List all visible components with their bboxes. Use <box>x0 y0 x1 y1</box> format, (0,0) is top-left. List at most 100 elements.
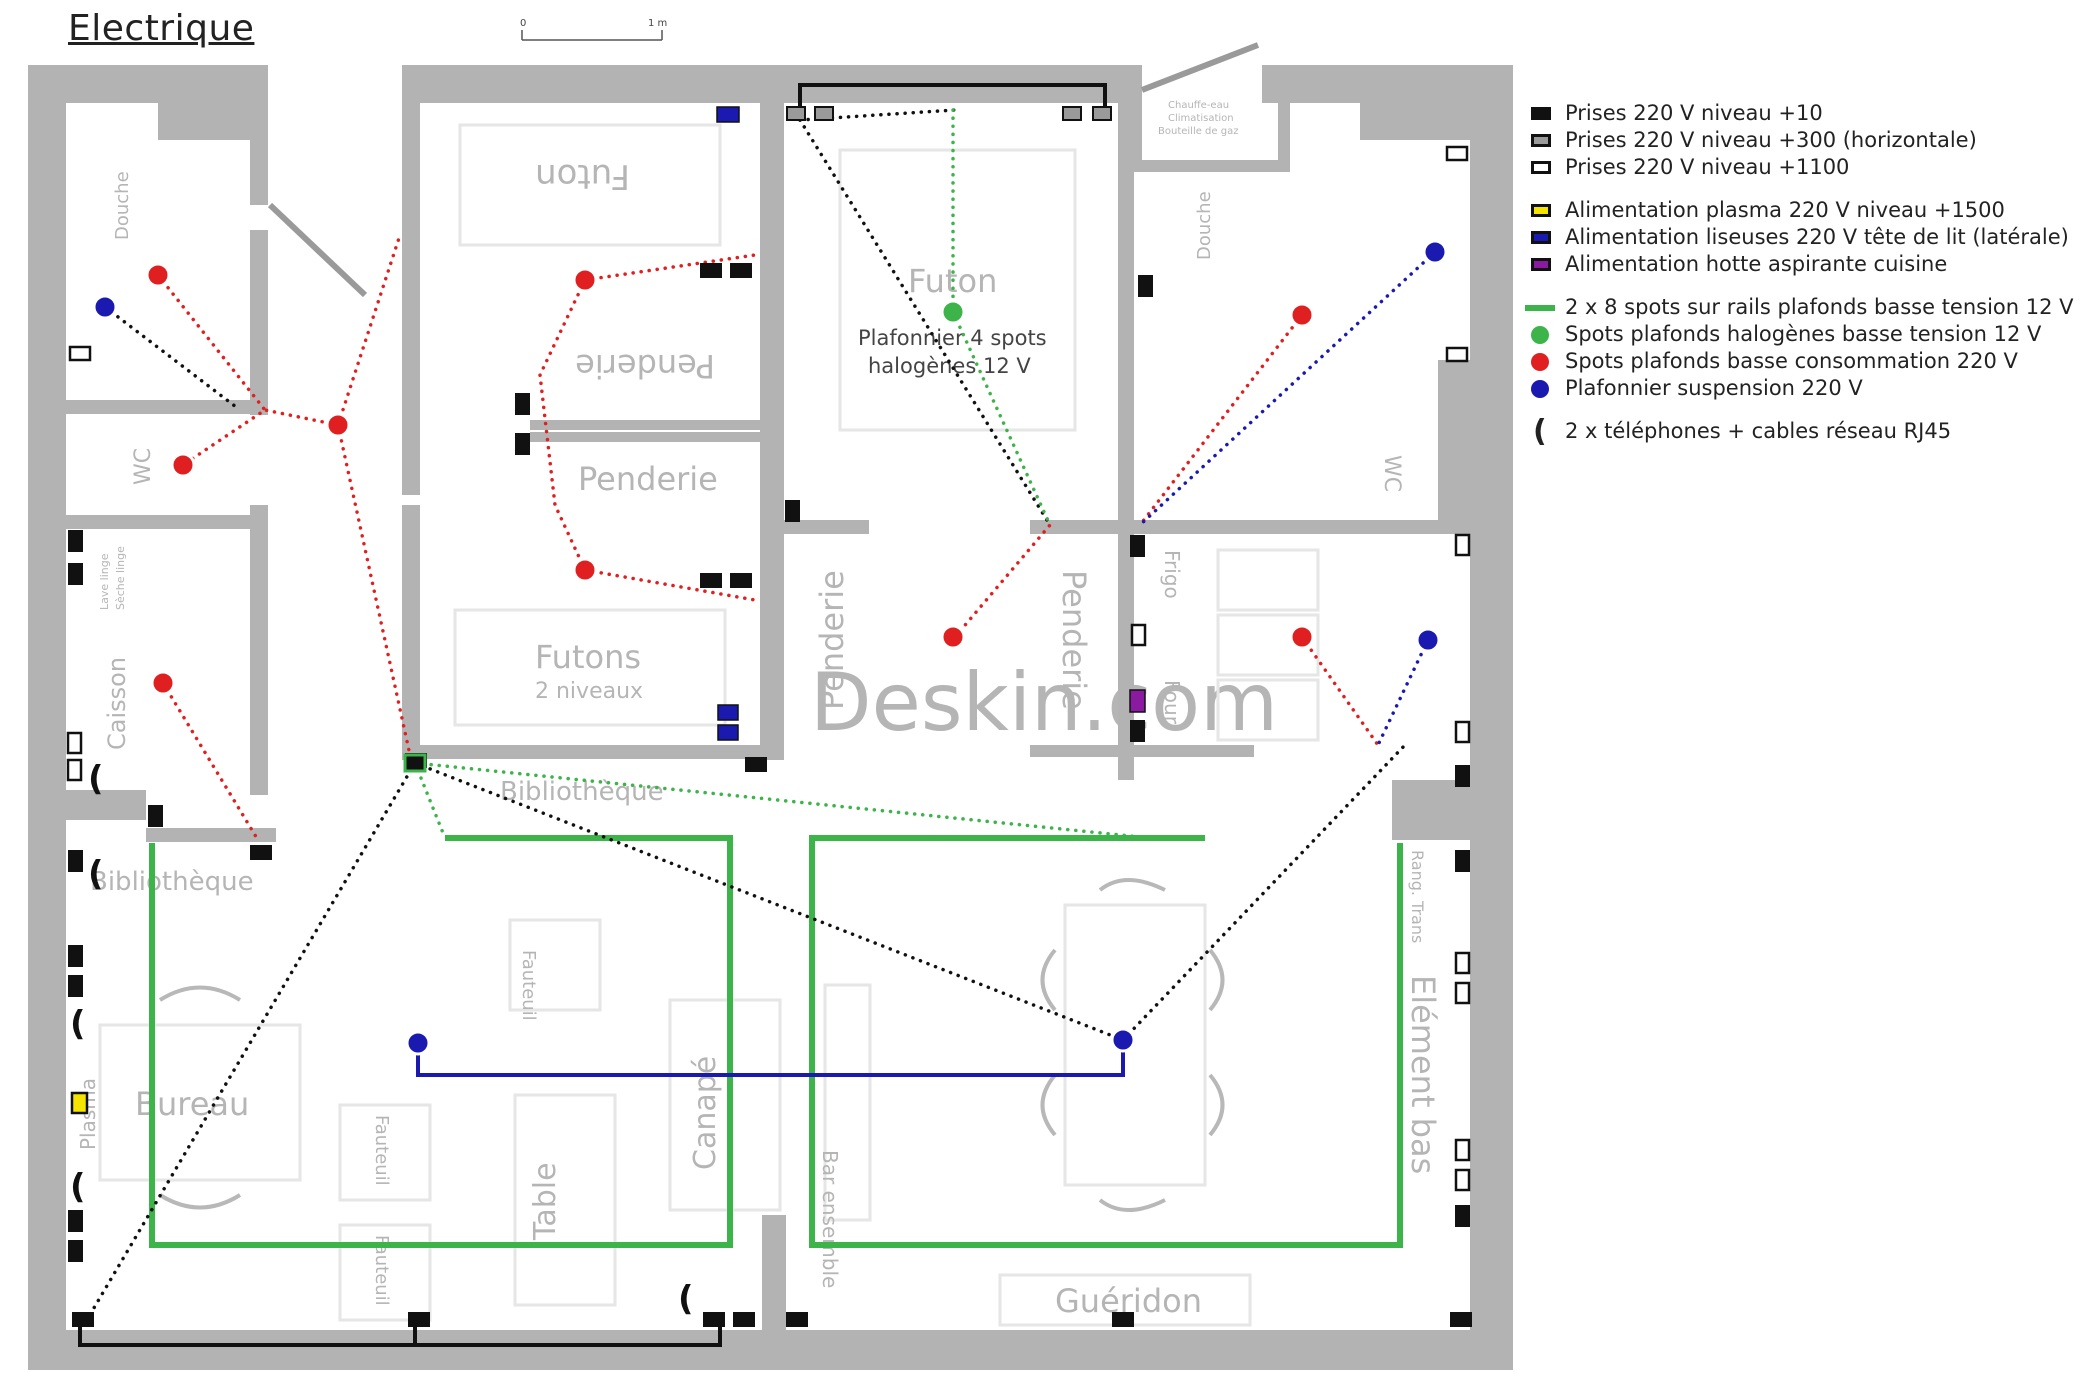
legend-item: Plafonnier suspension 220 V <box>1525 375 2080 402</box>
wall-notch-1 <box>158 100 268 140</box>
legend-label: Plafonnier suspension 220 V <box>1565 376 1863 400</box>
phone-icons: ( ( ( ( ( <box>70 759 694 1319</box>
wall-pend-mid <box>530 420 765 430</box>
door-1 <box>267 202 368 298</box>
legend-item: Alimentation liseuses 220 V tête de lit … <box>1525 224 2080 251</box>
legend-item: (2 x téléphones + cables réseau RJ45 <box>1525 414 2080 449</box>
legend-swatch-grey-square <box>1531 134 1551 147</box>
legend-swatch-green-line <box>1525 305 1555 311</box>
legend-swatch-blue-dot <box>1531 380 1549 398</box>
walls <box>28 65 1513 1370</box>
wall-pend-mid2 <box>530 432 765 442</box>
legend-label: Alimentation plasma 220 V niveau +1500 <box>1565 198 2005 222</box>
legend-item: Alimentation hotte aspirante cuisine <box>1525 251 2080 278</box>
label-bibliotheque-2: Bibliothèque <box>500 777 664 807</box>
legend-item: Prises 220 V niveau +10 <box>1525 100 2080 127</box>
label-fauteuil-1: Fauteuil <box>518 950 539 1021</box>
phone-icon: ( <box>70 1004 86 1044</box>
legend-label: Alimentation liseuses 220 V tête de lit … <box>1565 225 2069 249</box>
phone-icon: ( <box>70 1167 86 1207</box>
legend-gap <box>1525 402 2080 418</box>
legend-label: 2 x téléphones + cables réseau RJ45 <box>1565 419 1952 443</box>
legend-swatch-red-dot <box>1531 353 1549 371</box>
label-seche-linge: Sèche linge <box>114 546 127 610</box>
legend-swatch-green-dot <box>1531 326 1549 344</box>
label-bibliotheque: Bibliothèque <box>90 867 254 897</box>
wall-chauffe-bottom <box>1130 160 1290 172</box>
doors <box>267 42 1260 298</box>
legend-label: Alimentation hotte aspirante cuisine <box>1565 252 1948 276</box>
label-frigo: Frigo <box>1160 550 1184 599</box>
label-climatisation: Climatisation <box>1168 113 1234 124</box>
label-douche-right: Douche <box>1194 191 1215 260</box>
phone-icon: ( <box>1533 414 1547 449</box>
label-canape: Canapé <box>688 1056 723 1170</box>
rail-right <box>809 835 1403 1248</box>
legend-swatch-yellow-square <box>1531 204 1551 217</box>
label-fauteuil-3: Fauteuil <box>371 1235 392 1306</box>
phone-icon: ( <box>678 1279 694 1319</box>
wall-bath-left-mid <box>66 400 266 414</box>
legend-label: Prises 220 V niveau +10 <box>1565 101 1823 125</box>
wall-bath-left-low <box>66 515 266 529</box>
legend-item: Alimentation plasma 220 V niveau +1500 <box>1525 197 2080 224</box>
wall-center-v2 <box>1118 100 1134 780</box>
legend-label: Spots plafonds basse consommation 220 V <box>1565 349 2018 373</box>
wall-top-1 <box>28 65 268 103</box>
wall-chauffe-right <box>1278 100 1290 170</box>
legend-label: Prises 220 V niveau +300 (horizontale) <box>1565 128 1977 152</box>
phone-icon: ( <box>88 759 104 799</box>
rail-left <box>149 835 733 1248</box>
label-plafonnier-2: halogènes 12 V <box>868 354 1031 378</box>
wall-bath-left-top <box>250 100 268 205</box>
scale-bar: 0 1 m <box>520 18 667 41</box>
legend-item: Spots plafonds basse consommation 220 V <box>1525 348 2080 375</box>
label-futons: Futons <box>535 638 641 676</box>
spot-rails <box>149 835 1403 1248</box>
label-four: Four <box>1160 680 1184 725</box>
label-penderie-3: Penderie <box>1055 570 1093 710</box>
wall-room-bottom <box>402 745 762 759</box>
wall-caisson-bot2 <box>146 828 276 842</box>
wall-room-left <box>402 100 420 495</box>
wall-notch-2 <box>1360 100 1472 140</box>
black-cables <box>78 83 1107 1347</box>
wall-room-left2 <box>402 505 420 760</box>
outlets <box>66 106 1472 1327</box>
legend-item: Prises 220 V niveau +1100 <box>1525 154 2080 181</box>
legend-item: 2 x 8 spots sur rails plafonds basse ten… <box>1525 294 2080 321</box>
legend-label: Prises 220 V niveau +1100 <box>1565 155 1850 179</box>
legend-label: 2 x 8 spots sur rails plafonds basse ten… <box>1565 295 2074 319</box>
legend-item: Prises 220 V niveau +300 (horizontale) <box>1525 127 2080 154</box>
legend-gap <box>1525 181 2080 197</box>
wall-caisson-bot <box>66 790 146 820</box>
legend-swatch-purple-square <box>1531 258 1551 271</box>
wall-futon-c-bottom <box>784 520 869 534</box>
room-labels: Futon Penderie Penderie Futons 2 niveaux… <box>76 100 1442 1320</box>
label-chauffe-eau: Chauffe-eau <box>1168 100 1229 111</box>
wall-right-bath <box>1438 360 1472 520</box>
legend-swatch-black-square <box>1531 107 1551 120</box>
label-bar: Bar ensemble <box>818 1150 842 1288</box>
legend-label: Spots plafonds halogènes basse tension 1… <box>1565 322 2042 346</box>
label-penderie-2: Penderie <box>813 570 851 710</box>
label-caisson: Caisson <box>103 657 131 750</box>
scale-start: 0 <box>520 18 526 29</box>
wall-center-stub <box>762 1215 786 1335</box>
wall-right <box>1470 65 1513 1370</box>
watermark: Deskin.com <box>810 656 1278 749</box>
wall-right-mid <box>1130 520 1472 534</box>
chairs <box>158 878 1225 1212</box>
legend-swatch-blue-square <box>1531 231 1551 244</box>
label-lave-linge: Lave linge <box>98 553 111 610</box>
wall-bath-left-v <box>250 230 268 415</box>
wall-futon-c-bottom2 <box>1030 520 1130 534</box>
wall-top-3 <box>1262 65 1512 103</box>
wall-bath-left-v2 <box>250 505 268 795</box>
legend-swatch-white-square <box>1531 161 1551 174</box>
wall-bottom <box>28 1330 1513 1370</box>
scale-end: 1 m <box>648 18 667 29</box>
label-penderie-1: Penderie <box>578 460 718 498</box>
